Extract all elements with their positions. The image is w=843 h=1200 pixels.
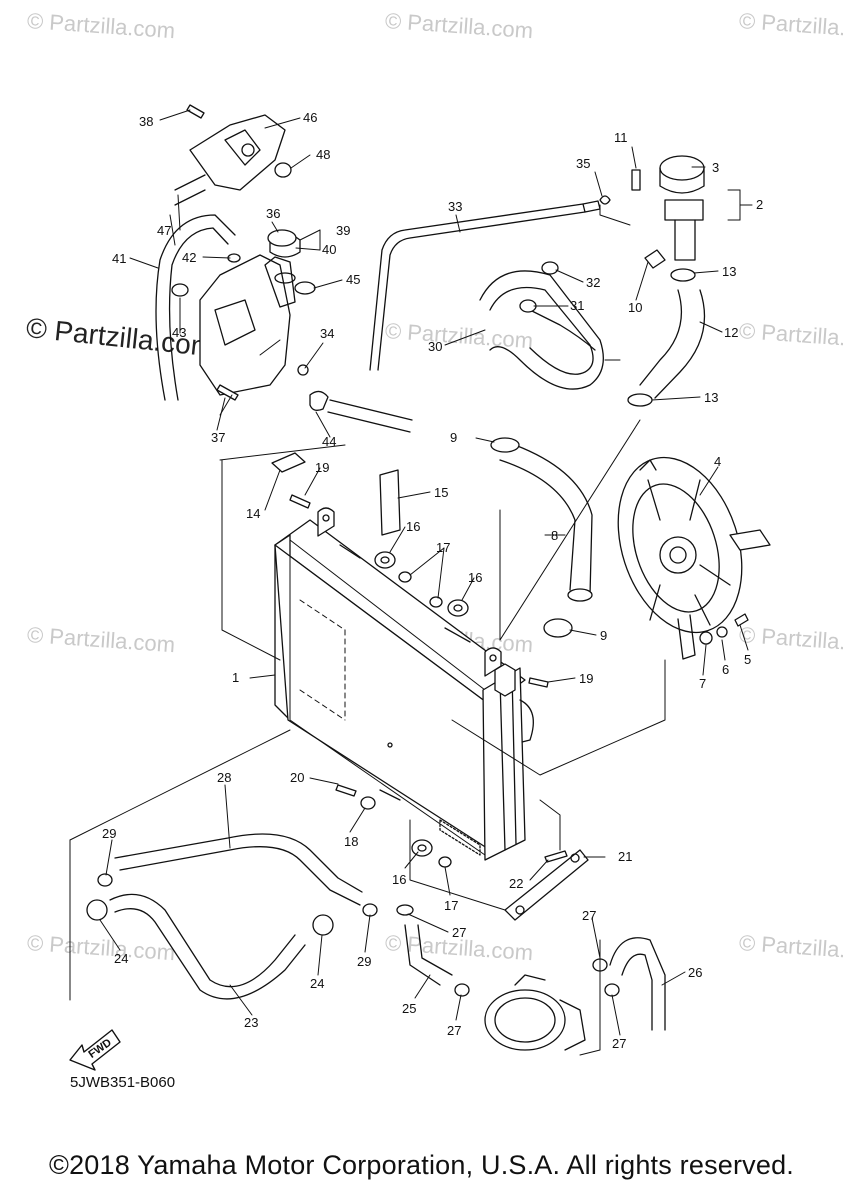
callout-27c: 27 xyxy=(582,908,596,923)
fwd-arrow-icon: FWD xyxy=(69,1029,121,1071)
callout-47: 47 xyxy=(157,223,171,238)
callout-2: 2 xyxy=(756,197,763,212)
callout-22: 22 xyxy=(509,876,523,891)
callout-33: 33 xyxy=(448,199,462,214)
callout-24: 24 xyxy=(114,951,128,966)
callout-23: 23 xyxy=(244,1015,258,1030)
callout-45: 45 xyxy=(346,272,360,287)
callout-16: 16 xyxy=(406,519,420,534)
callout-10: 10 xyxy=(628,300,642,315)
copyright-footer: ©2018 Yamaha Motor Corporation, U.S.A. A… xyxy=(48,1150,795,1180)
callout-48: 48 xyxy=(316,147,330,162)
cooling-fan xyxy=(617,456,771,660)
callout-27: 27 xyxy=(452,925,466,940)
callout-15: 15 xyxy=(434,485,448,500)
callout-37: 37 xyxy=(211,430,225,445)
callout-41: 41 xyxy=(112,251,126,266)
callout-20: 20 xyxy=(290,770,304,785)
callout-12: 12 xyxy=(724,325,738,340)
callout-28: 28 xyxy=(217,770,231,785)
callout-43: 43 xyxy=(172,325,186,340)
callout-21: 21 xyxy=(618,849,632,864)
callout-32: 32 xyxy=(586,275,600,290)
callout-19: 19 xyxy=(315,460,329,475)
callout-18: 18 xyxy=(344,834,358,849)
callout-29: 29 xyxy=(102,826,116,841)
guide-lines xyxy=(69,204,666,1056)
callout-27b: 27 xyxy=(447,1023,461,1038)
callout-40: 40 xyxy=(322,242,336,257)
callout-46: 46 xyxy=(303,110,317,125)
callout-1: 1 xyxy=(232,670,239,685)
radiator-core xyxy=(274,507,534,861)
callout-4: 4 xyxy=(714,454,721,469)
callout-16c: 16 xyxy=(392,872,406,887)
callout-9: 9 xyxy=(450,430,457,445)
callout-13: 13 xyxy=(722,264,736,279)
reservoir-tank xyxy=(199,233,301,396)
callout-3: 3 xyxy=(712,160,719,175)
callout-14: 14 xyxy=(246,506,260,521)
callout-17: 17 xyxy=(436,540,450,555)
callout-25: 25 xyxy=(402,1001,416,1016)
callout-9b: 9 xyxy=(600,628,607,643)
diagram-code: 5JWB351-B060 xyxy=(70,1074,176,1091)
callout-42: 42 xyxy=(182,250,196,265)
callout-5: 5 xyxy=(744,652,751,667)
callout-29b: 29 xyxy=(357,954,371,969)
callout-13b: 13 xyxy=(704,390,718,405)
callout-leaders xyxy=(99,109,753,1036)
callout-7: 7 xyxy=(699,676,706,691)
callout-26: 26 xyxy=(688,965,702,980)
callout-31: 31 xyxy=(570,298,584,313)
callout-39: 39 xyxy=(336,223,350,238)
callout-27d: 27 xyxy=(612,1036,626,1051)
callout-24b: 24 xyxy=(310,976,324,991)
callout-44: 44 xyxy=(322,434,336,449)
water-pump xyxy=(484,974,586,1051)
callout-19b: 19 xyxy=(579,671,593,686)
callout-35: 35 xyxy=(576,156,590,171)
callout-36: 36 xyxy=(266,206,280,221)
callout-16b: 16 xyxy=(468,570,482,585)
callout-17b: 17 xyxy=(444,898,458,913)
radiator-cap-neck xyxy=(659,155,705,261)
hoses xyxy=(109,200,706,1031)
callout-8: 8 xyxy=(551,528,558,543)
callout-34: 34 xyxy=(320,326,334,341)
callout-30: 30 xyxy=(428,339,442,354)
callout-labels: 1 2 3 4 5 6 7 8 9 9 10 11 12 13 13 14 15… xyxy=(102,110,763,1051)
callout-6: 6 xyxy=(722,662,729,677)
stay xyxy=(504,849,589,921)
callout-38: 38 xyxy=(139,114,153,129)
bracket xyxy=(174,114,286,206)
callout-11: 11 xyxy=(614,130,628,145)
